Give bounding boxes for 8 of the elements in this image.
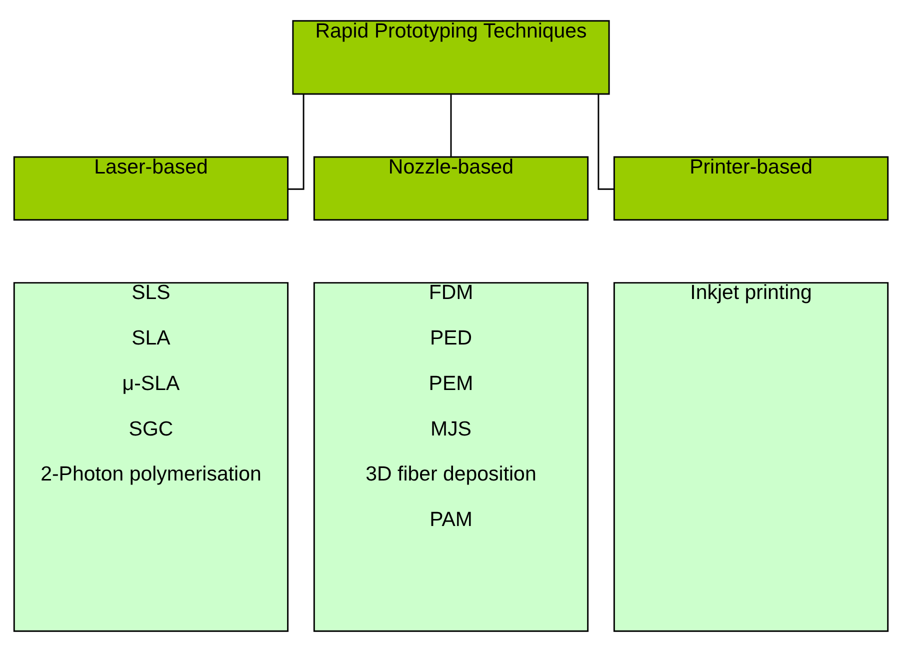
node-box: Nozzle-based [313,156,589,220]
node-box: Inkjet printing [613,282,889,632]
connector [450,94,452,156]
node-box: Laser-based [13,156,289,220]
node-box: SLS SLA μ-SLA SGC 2-Photon polymerisation [13,282,289,632]
node-box: FDM PED PEM MJS 3D fiber deposition PAM [313,282,589,632]
node-box: Printer-based [613,156,889,220]
node-box: Rapid Prototyping Techniques [292,20,610,94]
